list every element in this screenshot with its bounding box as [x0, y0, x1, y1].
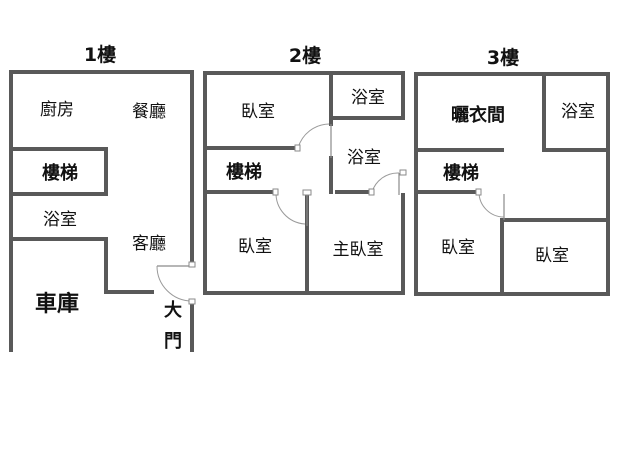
floor-2-title: 2樓	[289, 44, 321, 67]
floor-1-bath-label: 浴室	[43, 210, 77, 230]
floor-1-entrance-door	[156, 261, 196, 305]
floor-2-bedroom-a-label: 臥室	[241, 102, 275, 122]
floor-2-bedroom-b-label: 臥室	[238, 237, 272, 257]
floor-1-entrance-label-top: 大	[164, 299, 182, 321]
floor-1-stairs-label: 樓梯	[42, 162, 78, 184]
floor-2-door-stairs	[272, 188, 312, 226]
floor-3-bath-label: 浴室	[561, 102, 595, 122]
floor-3-bedroom-b-label: 臥室	[535, 246, 569, 266]
floor-1-living-label: 客廳	[132, 234, 166, 254]
floor-2-door-bath-b	[368, 169, 407, 196]
floor-1-dining-label: 餐廳	[132, 102, 166, 122]
floor-2-bath-a-label: 浴室	[351, 88, 385, 108]
floor-2-plan: 2樓 臥室	[203, 44, 407, 295]
floor-1-entrance-label-bottom: 門	[164, 331, 182, 352]
floor-2-master-bedroom-label: 主臥室	[333, 240, 384, 260]
floor-3-plan: 3樓 曬衣間 浴室 樓梯 臥室 臥室	[414, 46, 610, 296]
floor-1-title: 1樓	[84, 43, 116, 66]
floor-3-title: 3樓	[487, 46, 519, 69]
floor-3-stairs-label: 樓梯	[443, 162, 479, 184]
floor-1-kitchen-label: 廚房	[40, 99, 74, 120]
floor-1-garage-label: 車庫	[35, 291, 79, 317]
floor-2-stairs-label: 樓梯	[226, 161, 262, 183]
floor-2-door-bedroom-a	[294, 123, 332, 158]
floor-3-drying-room-label: 曬衣間	[451, 104, 505, 126]
floor-3-door-stairs	[475, 188, 505, 220]
floor-2-bath-b-label: 浴室	[347, 148, 381, 168]
floor-1-plan: 1樓 廚房 餐廳 樓梯 浴室 客廳 車庫 大 門	[9, 43, 196, 352]
floor-3-bedroom-a-label: 臥室	[441, 238, 475, 258]
